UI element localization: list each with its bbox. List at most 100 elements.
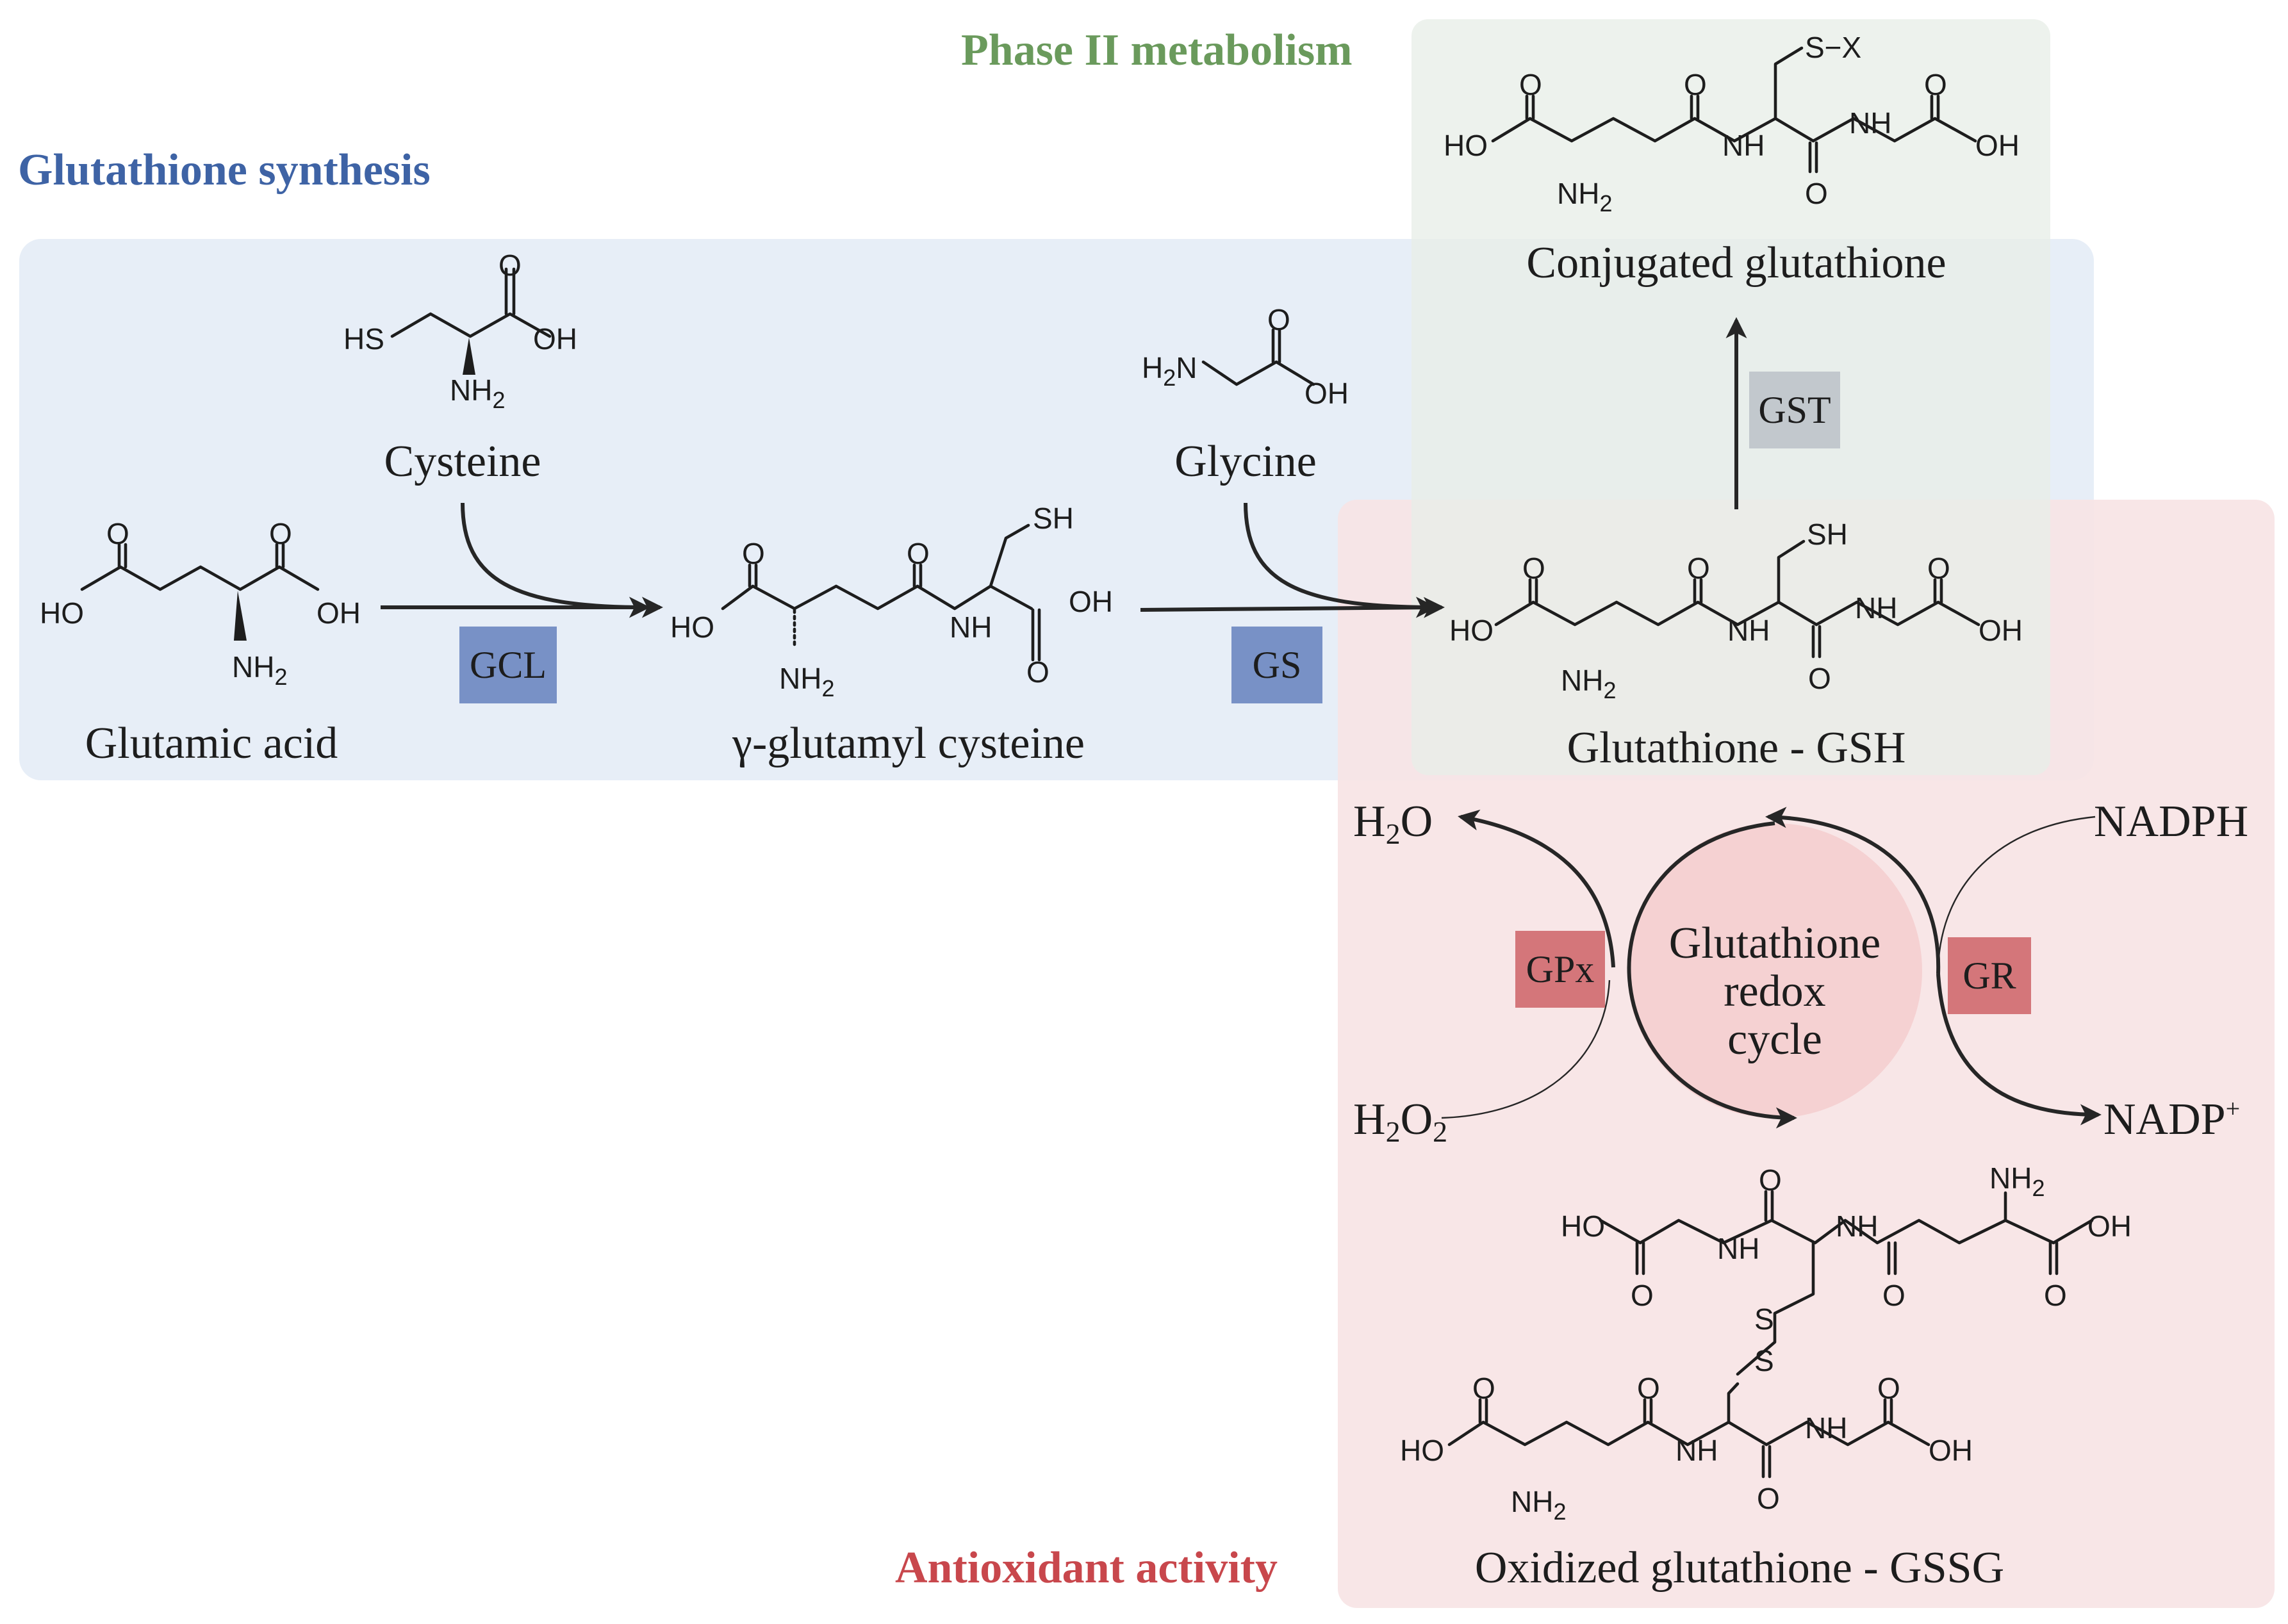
svg-text:HS: HS (343, 322, 384, 356)
svg-text:HO: HO (1449, 614, 1494, 647)
gcl-enzyme: GCL (459, 627, 557, 703)
wedge-bond (234, 591, 247, 641)
svg-text:HO: HO (1561, 1210, 1605, 1243)
cysteine-label: Cysteine (384, 437, 541, 486)
glycine-input-arrow (1244, 502, 1437, 618)
nadph-label: NADPH (2094, 797, 2248, 846)
svg-text:NH2: NH2 (1561, 664, 1616, 703)
svg-text:NH: NH (1836, 1210, 1878, 1243)
svg-text:OH: OH (1979, 614, 2023, 647)
svg-text:NH2: NH2 (1557, 177, 1612, 217)
gssg-label: Oxidized glutathione - GSSG (1475, 1543, 2004, 1593)
svg-text:NH2: NH2 (779, 662, 834, 701)
svg-text:NH: NH (1722, 129, 1765, 162)
svg-text:S: S (1754, 1302, 1774, 1336)
svg-text:NH: NH (1855, 591, 1897, 625)
svg-text:O: O (1877, 1372, 1900, 1405)
gst-enzyme: GST (1749, 372, 1840, 448)
svg-text:OH: OH (533, 322, 577, 356)
cysteine-input-arrow (461, 502, 650, 618)
phase2-region (1411, 19, 2050, 775)
svg-text:NH: NH (1717, 1232, 1759, 1265)
svg-text:O: O (1631, 1279, 1654, 1312)
gs-enzyme: GS (1231, 627, 1322, 703)
svg-text:O: O (1026, 655, 1049, 689)
redox-cycle-line2: redox (1724, 967, 1825, 1016)
svg-text:GPx: GPx (1526, 948, 1595, 990)
svg-text:NH: NH (1727, 614, 1770, 647)
svg-text:GST: GST (1758, 389, 1831, 431)
gpx-enzyme: GPx (1515, 931, 1605, 1008)
svg-text:NH2: NH2 (1511, 1485, 1566, 1525)
svg-text:O: O (742, 537, 765, 570)
svg-text:O: O (1808, 662, 1831, 695)
gpx-substrate-line (1441, 980, 1611, 1119)
gr-arc-arrow (1765, 807, 1941, 974)
gpx-arc-arrow (1627, 821, 1797, 1129)
svg-text:O: O (498, 249, 522, 282)
svg-text:NH: NH (1805, 1411, 1847, 1445)
svg-text:HO: HO (1444, 129, 1488, 162)
gssg-structure: HO NH NH O O O O OH NH2 S S O O O HO NH … (1400, 1161, 2132, 1525)
svg-text:NH: NH (1675, 1434, 1718, 1467)
svg-text:O: O (106, 517, 129, 550)
svg-text:O: O (1687, 552, 1710, 585)
h2o-label: H2O (1353, 797, 1433, 850)
gr-substrate-line (1937, 816, 2096, 968)
gr-enzyme: GR (1948, 937, 2031, 1014)
conjugated-glutathione-structure: O O O HO NH NH S−X OH O NH2 (1444, 31, 2020, 217)
glutamic-acid-structure: O O HO OH NH2 (40, 517, 361, 690)
glutamic-acid-label: Glutamic acid (85, 719, 338, 768)
svg-text:HO: HO (40, 596, 84, 630)
svg-text:O: O (1757, 1482, 1780, 1515)
phase2-title: Phase II metabolism (961, 26, 1353, 75)
svg-text:O: O (1927, 552, 1950, 585)
cysteine-structure: HS O OH NH2 (343, 249, 577, 413)
svg-text:O: O (1637, 1372, 1660, 1405)
svg-text:O: O (1519, 68, 1542, 101)
conjugated-glutathione-label: Conjugated glutathione (1526, 238, 1946, 288)
svg-text:S−X: S−X (1805, 31, 1861, 64)
h2o2-label: H2O2 (1353, 1095, 1447, 1148)
svg-text:O: O (269, 517, 292, 550)
gpx-product-arrow (1458, 809, 1615, 968)
svg-text:HO: HO (1400, 1434, 1444, 1467)
svg-text:OH: OH (2087, 1210, 2132, 1243)
svg-text:SH: SH (1033, 502, 1074, 535)
svg-text:NH: NH (1849, 106, 1891, 140)
glycine-structure: H2N O OH (1142, 303, 1349, 410)
svg-text:O: O (1267, 303, 1290, 336)
svg-text:GCL: GCL (470, 644, 547, 686)
svg-text:HO: HO (670, 611, 714, 644)
redox-cycle-circle (1627, 823, 1922, 1118)
glycine-label: Glycine (1174, 437, 1317, 486)
svg-text:NH2: NH2 (232, 650, 287, 690)
svg-text:OH: OH (317, 596, 361, 630)
redox-cycle-line1: Glutathione (1669, 919, 1881, 968)
svg-text:O: O (1805, 177, 1828, 210)
svg-text:OH: OH (1069, 585, 1113, 618)
svg-text:O: O (1759, 1163, 1782, 1197)
gsh-label: Glutathione - GSH (1567, 723, 1906, 773)
svg-text:O: O (1522, 552, 1545, 585)
svg-text:NH: NH (950, 611, 992, 644)
svg-text:O: O (907, 537, 930, 570)
gamma-glutamyl-cysteine-label: γ-glutamyl cysteine (732, 719, 1085, 768)
redox-cycle-line3: cycle (1727, 1015, 1822, 1064)
synthesis-title: Glutathione synthesis (18, 145, 431, 195)
svg-text:GR: GR (1963, 955, 2016, 997)
svg-text:GS: GS (1253, 644, 1302, 686)
svg-text:NH2: NH2 (450, 373, 505, 413)
gr-product-arrow (1936, 973, 2102, 1126)
nadp-label: NADP+ (2103, 1094, 2240, 1144)
gamma-glutamyl-cysteine-structure: O O HO NH SH OH O NH2 (670, 502, 1113, 701)
svg-text:S: S (1754, 1344, 1774, 1377)
svg-text:OH: OH (1304, 377, 1349, 410)
gsh-structure: O O O HO NH NH SH OH O NH2 (1449, 518, 2023, 703)
svg-text:O: O (2044, 1279, 2067, 1312)
svg-text:H2N: H2N (1142, 351, 1197, 391)
svg-text:O: O (1882, 1279, 1905, 1312)
wedge-bond (463, 338, 475, 375)
